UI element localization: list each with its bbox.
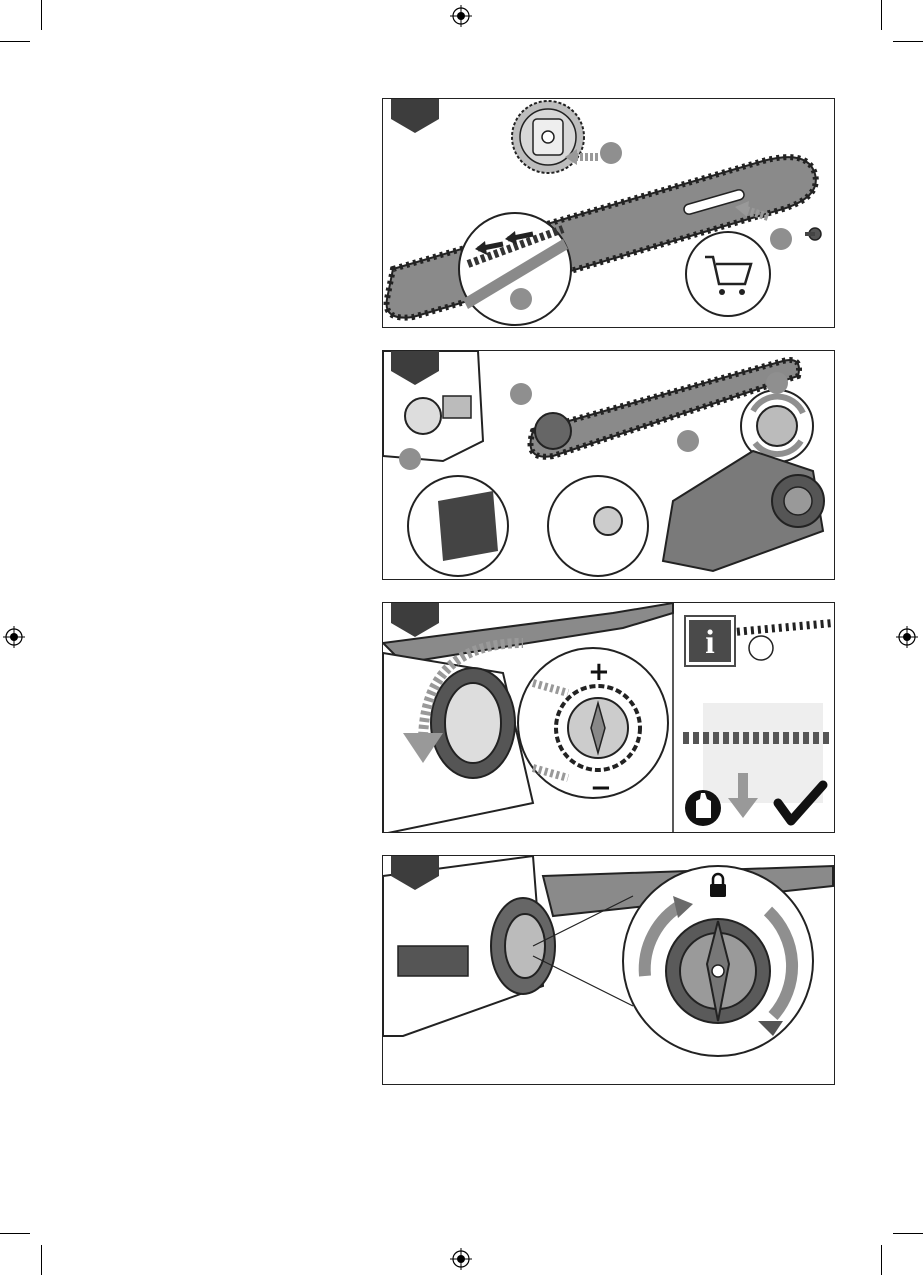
side-cover-icon [663,451,824,571]
callout-marker [677,430,699,452]
callout-marker [399,448,421,470]
figure-4-illustration [383,856,835,1085]
callout-marker [600,142,622,164]
chain-detail-icon [459,213,571,325]
figure-2-illustration [383,351,835,580]
registration-mark-bottom [450,1248,472,1270]
plus-symbol: + [588,659,610,685]
crop-mark-top-left-v [41,0,42,30]
shopping-cart-icon [686,232,770,316]
tension-knob-icon [431,668,515,778]
figure-4-panel [382,855,835,1085]
callout-marker [510,383,532,405]
registration-mark-top [450,5,472,27]
crop-mark-top-right-h [893,41,923,42]
step-tab-icon [391,99,439,133]
step-tab-icon [391,603,439,637]
screw-icon [805,228,821,240]
minus-symbol: − [590,775,612,801]
figure-1-illustration [383,99,835,328]
figure-3-panel: + − i [382,602,835,833]
callout-marker [766,372,788,394]
registration-mark-right [896,626,918,648]
glove-icon [685,790,721,826]
tension-knob-icon [666,919,770,1023]
callout-marker [510,288,532,310]
crop-mark-bottom-left-v [41,1245,42,1275]
figure-1-panel [382,98,835,328]
registration-mark-left [3,626,25,648]
crop-mark-top-left-h [0,41,30,42]
crop-mark-bottom-right-v [881,1245,882,1275]
crop-mark-top-right-v [881,0,882,30]
callout-marker [770,228,792,250]
info-icon: i [686,617,734,665]
crop-mark-bottom-left-h [0,1233,30,1234]
crop-mark-bottom-right-h [893,1233,923,1234]
figure-2-panel [382,350,835,580]
